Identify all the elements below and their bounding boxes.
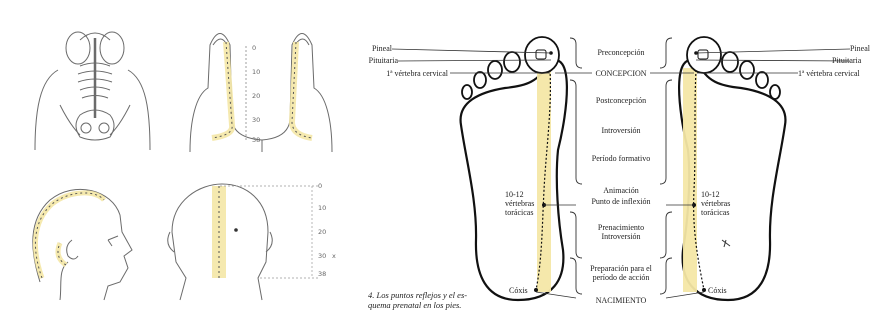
label-coxis-right: Cóxis [708, 286, 727, 295]
head-scale-tick: 30 [318, 252, 326, 260]
label-thoracic-left: 10-12 vértebras torácicas [505, 190, 534, 217]
label-pineal-left: Pineal [372, 44, 392, 53]
head-profile-dots [35, 193, 104, 278]
label-pituitaria-right: Pituitaria [832, 56, 861, 65]
stage-postconcepcion: Postconcepción [596, 96, 646, 105]
head-back-point [234, 228, 238, 232]
head-scale-tick: 10 [318, 204, 326, 212]
label-coxis-left: Cóxis [509, 286, 528, 295]
stage-prenacimiento: Prenacimiento Introversión [598, 223, 644, 241]
head-scale-tick-suffix: x [332, 252, 336, 260]
head-scale-tick: 0 [318, 182, 322, 190]
skeleton-torso-sketch [35, 32, 150, 150]
hand-scale-tick: 38 [252, 136, 260, 144]
label-thoracic-right: 10-12 vértebras torácicas [701, 190, 730, 217]
left-foot-spine-highlight [537, 68, 551, 292]
head-scale-tick: 20 [318, 228, 326, 236]
right-foot-spine-highlight [683, 68, 697, 292]
stage-preconcepcion: Preconcepción [597, 48, 644, 57]
stage-punto-inflexion: Punto de inflexión [591, 197, 650, 206]
head-scale-tick: 38 [318, 270, 326, 278]
stage-preparacion: Preparación para el período de acción [590, 264, 652, 282]
hands-sketch [190, 34, 332, 153]
stage-concepcion: CONCEPCION [595, 69, 646, 78]
stage-periodo-formativo: Período formativo [592, 154, 650, 163]
hand-scale-tick: 10 [252, 68, 260, 76]
right-foot-point-coxis [702, 288, 706, 292]
hand-scale-tick: 30 [252, 116, 260, 124]
hand-scale-tick: 20 [252, 92, 260, 100]
head-scale-guides [220, 186, 318, 278]
right-foot [679, 37, 785, 300]
stage-animacion: Animación [603, 186, 639, 195]
stage-nacimiento: NACIMIENTO [596, 296, 647, 305]
left-foot-point-coxis [534, 288, 538, 292]
left-foot [461, 37, 567, 300]
figure-caption: 4. Los puntos reflejos y el es- quema pr… [368, 290, 488, 310]
label-cervical-right: 1ª vértebra cervical [798, 69, 860, 78]
label-pineal-right: Pineal [850, 44, 870, 53]
leader-lines [392, 49, 850, 298]
stage-introversion: Introversión [601, 126, 640, 135]
label-cervical-left: 1ª vértebra cervical [386, 69, 448, 78]
label-pituitaria-left: Pituitaria [369, 56, 398, 65]
head-profile-highlight [35, 193, 104, 278]
hand-scale-tick: 0 [252, 44, 256, 52]
hands-spine-highlight [212, 42, 312, 138]
